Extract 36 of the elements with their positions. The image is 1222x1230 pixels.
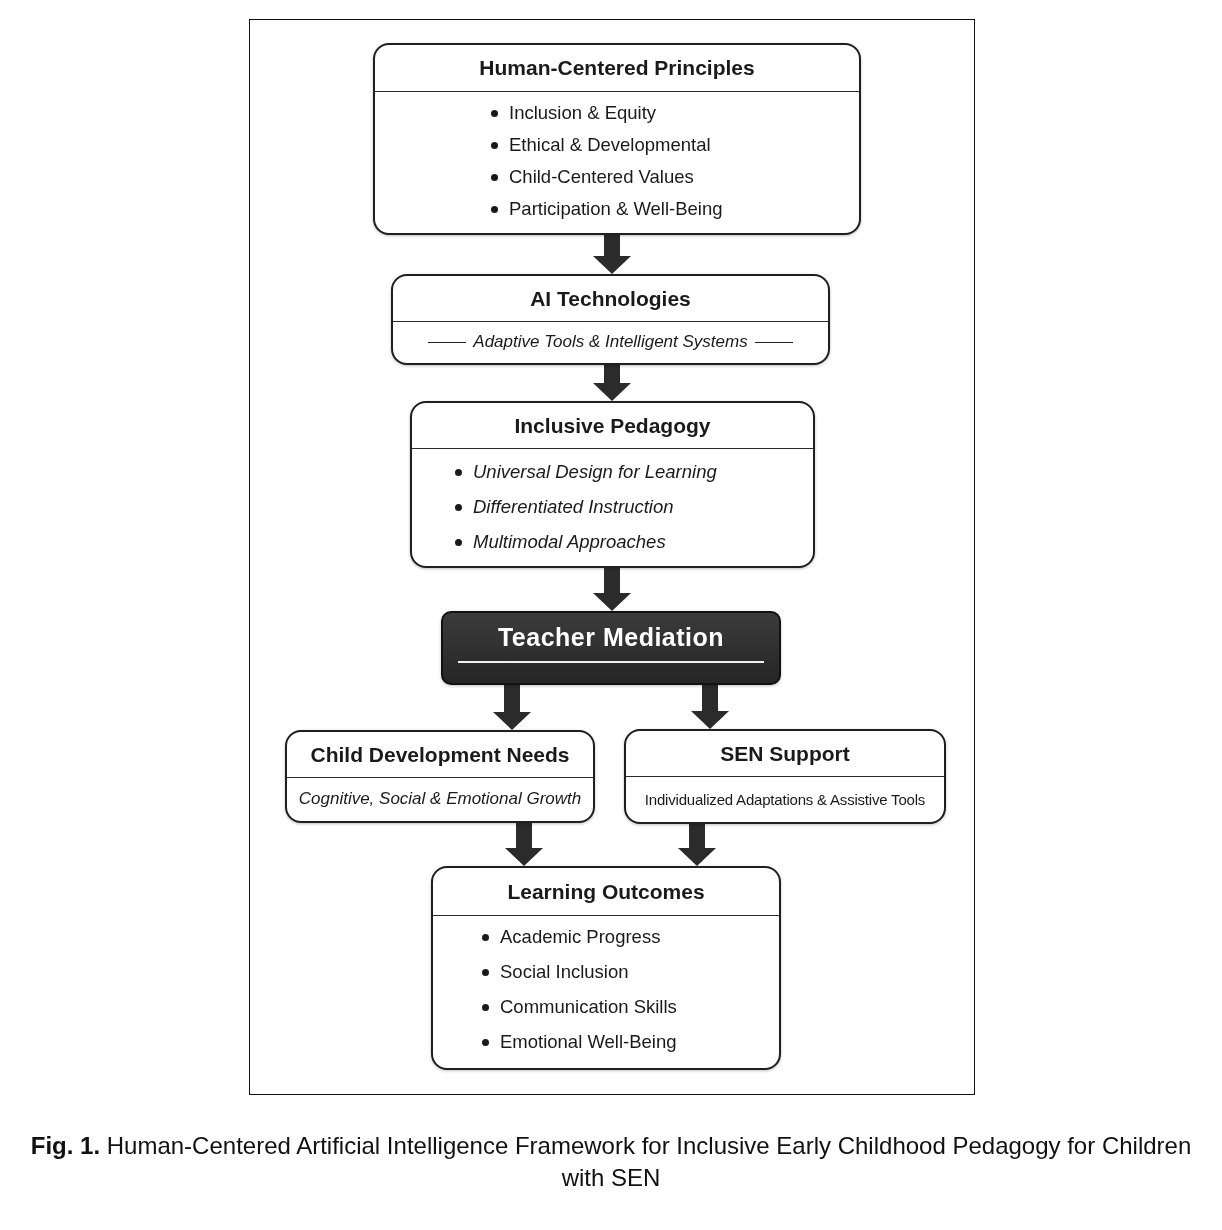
bullet-text: Social Inclusion: [500, 961, 629, 984]
process-box: [624, 729, 946, 824]
figure-caption: Fig. 1. Human-Centered Artificial Intelligence Framework for Inclusive Early Childhood Pedagogy for Children with SEN: [29, 1131, 1193, 1193]
arrow: [493, 685, 531, 730]
box-title: Teacher Mediation: [497, 622, 725, 652]
bullet-text: Differentiated Instruction: [473, 496, 674, 519]
process-box: [391, 274, 830, 365]
box-title: Human-Centered Principles: [479, 55, 755, 81]
highlight-box: [441, 611, 781, 685]
bullet-text: Child-Centered Values: [509, 165, 694, 189]
arrow: [593, 568, 631, 611]
arrow: [593, 235, 631, 274]
box-subtitle: Cognitive, Social & Emotional Growth: [298, 789, 582, 810]
bullet-text: Multimodal Approaches: [473, 531, 666, 554]
process-box: [285, 730, 595, 823]
box-title: Inclusive Pedagogy: [514, 412, 711, 439]
box-title: SEN Support: [720, 740, 850, 767]
bullet-text: Academic Progress: [500, 926, 661, 949]
bullet-text: Inclusion & Equity: [509, 101, 657, 125]
arrow: [505, 823, 543, 866]
bullet-text: Communication Skills: [500, 996, 677, 1019]
box-title: Child Development Needs: [310, 741, 570, 768]
process-box: [431, 866, 781, 1070]
bullet-text: Ethical & Developmental: [509, 133, 711, 157]
arrow: [678, 824, 716, 866]
box-title: Learning Outcomes: [507, 878, 705, 905]
bullet-text: Participation & Well-Being: [509, 197, 723, 221]
bullet-text: Emotional Well-Being: [500, 1031, 677, 1054]
box-subtitle: Individualized Adaptations & Assistive Tools: [644, 790, 926, 809]
bullet-text: Universal Design for Learning: [473, 461, 717, 484]
process-box: [410, 401, 815, 568]
arrow: [593, 365, 631, 401]
box-subtitle: Adaptive Tools & Intelligent Systems: [473, 332, 748, 353]
process-box: [373, 43, 861, 235]
arrow: [691, 685, 729, 729]
box-title: AI Technologies: [530, 285, 691, 312]
